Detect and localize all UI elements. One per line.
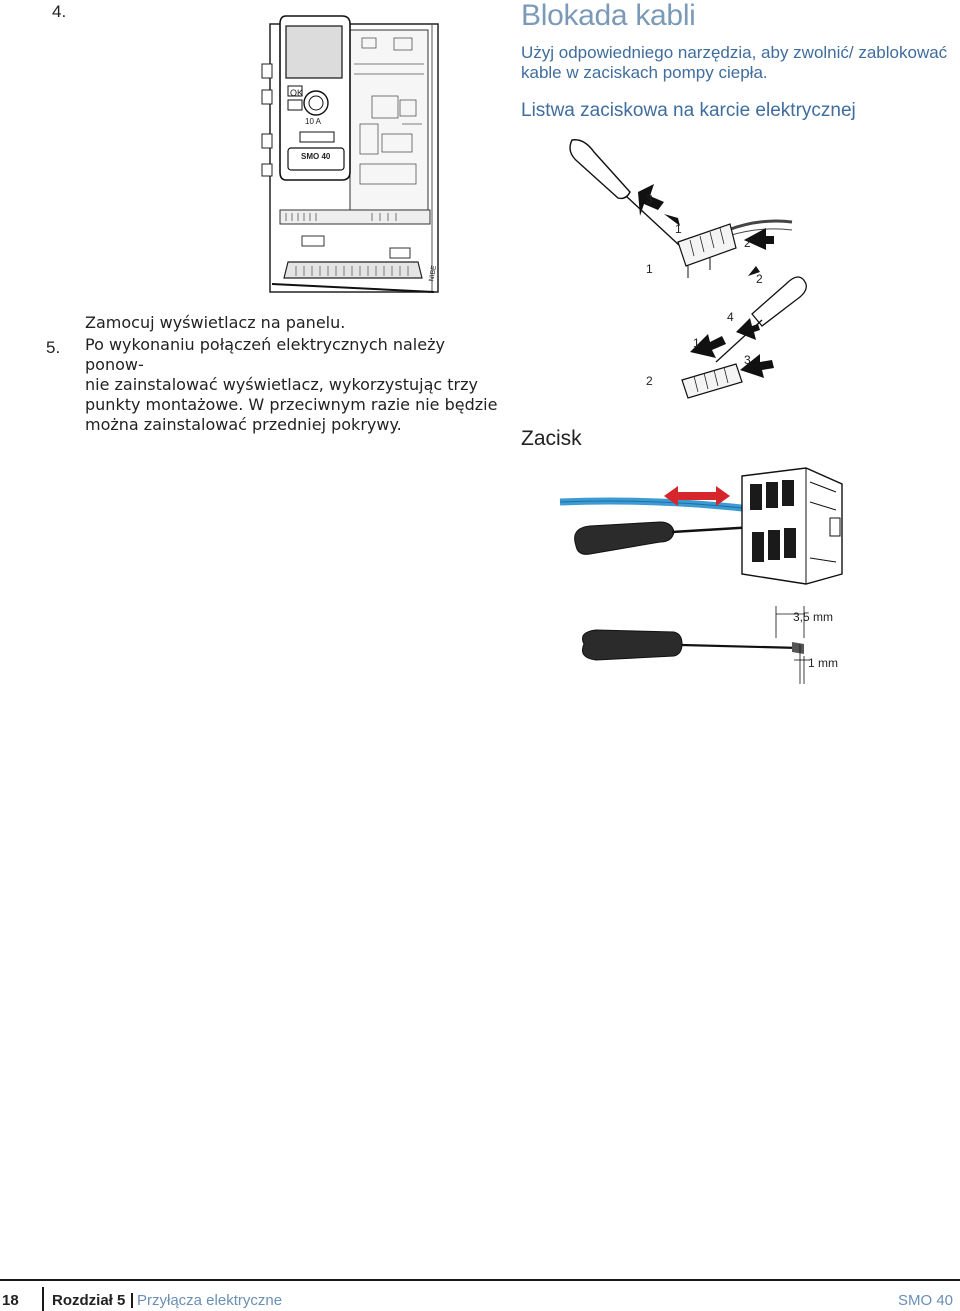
fig-bottom-label-2-top: 2 xyxy=(756,272,763,286)
screwdriver-dimension-figure xyxy=(582,606,810,684)
dimension-width: 3,5 mm xyxy=(793,610,834,624)
fig-bottom-label-4: 4 xyxy=(727,310,734,324)
model-label: SMO 40 xyxy=(301,152,331,161)
footer-separator xyxy=(131,1293,133,1308)
step-number-5: 5. xyxy=(46,338,61,357)
step5-line: nie zainstalować wyświetlacz, wykorzystu… xyxy=(85,375,478,394)
step5-line: można zainstalować przedniej pokrywy. xyxy=(85,415,402,434)
footer-chapter: Rozdział 5 xyxy=(52,1292,126,1309)
step5-line: punkty montażowe. W przeciwnym razie nie… xyxy=(85,395,498,414)
step5-line: Po wykonaniu połączeń elektrycznych nale… xyxy=(85,335,445,374)
fig-top-label-2-arrow: 2 xyxy=(744,236,751,250)
subtitle: Listwa zaciskowa na karcie elektrycznej xyxy=(521,100,856,121)
fig-top-label-1-side: 1 xyxy=(646,262,653,276)
footer-section: Przyłącza elektryczne xyxy=(137,1292,283,1309)
step5-text: Po wykonaniu połączeń elektrycznych nale… xyxy=(85,335,505,435)
dimension-thickness: 1 mm xyxy=(808,656,838,670)
ok-button-label: OK xyxy=(290,88,304,98)
zacisk-figure xyxy=(559,467,843,585)
zacisk-heading: Zacisk xyxy=(521,427,582,450)
fuse-label: 10 A xyxy=(305,117,322,126)
footer-rule xyxy=(0,1279,960,1281)
fig-bottom-label-1-arrow: 1 xyxy=(693,336,700,350)
footer-product: SMO 40 xyxy=(898,1292,954,1309)
terminal-block-figure-top xyxy=(569,139,793,278)
lead-line: Użyj odpowiedniego narzędzia, aby zwolni… xyxy=(521,43,948,62)
step4-text: Zamocuj wyświetlacz na panelu. xyxy=(85,313,346,332)
lead-line: kable w zaciskach pompy ciepła. xyxy=(521,63,768,82)
terminal-block-figure-bottom xyxy=(681,276,807,399)
step-number-4: 4. xyxy=(52,2,67,21)
section-title: Blokada kabli xyxy=(521,0,696,32)
fig-bottom-label-2-side: 2 xyxy=(646,374,653,388)
fig-top-label-3: 3 xyxy=(646,192,653,206)
fig-bottom-label-3-arrow: 3 xyxy=(744,353,751,367)
footer-divider xyxy=(42,1287,44,1311)
footer-page-number: 18 xyxy=(2,1292,19,1309)
fig-top-label-1-arrow: 1 xyxy=(675,222,682,236)
lead-text: Użyj odpowiedniego narzędzia, aby zwolni… xyxy=(521,43,947,83)
smo40-device-illustration xyxy=(261,15,439,293)
